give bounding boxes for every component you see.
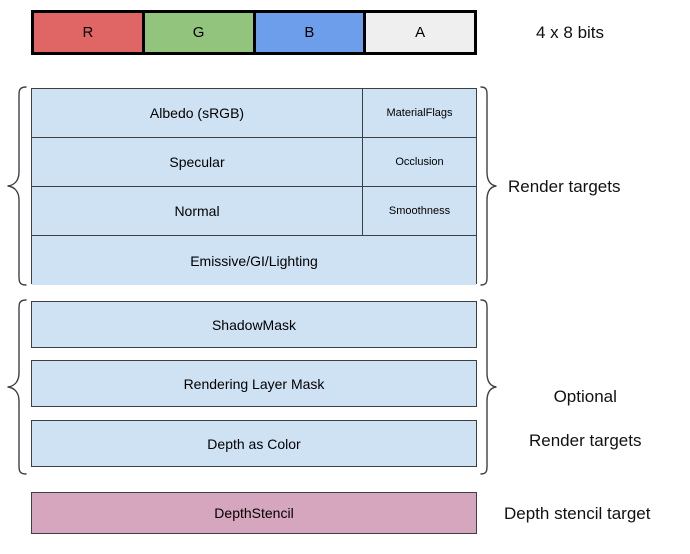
- render-target-smoothness: Smoothness: [363, 187, 476, 235]
- optional-caption-line-2: Render targets: [529, 431, 642, 450]
- depth-stencil-box: DepthStencil: [31, 492, 477, 534]
- depth-stencil-caption: Depth stencil target: [504, 504, 651, 523]
- optional-caption-line-1: Optional: [553, 387, 617, 406]
- left-brace-optional-targets: [7, 299, 27, 475]
- optional-target-shadowmask: ShadowMask: [31, 301, 477, 348]
- render-target-emissive: Emissive/GI/Lighting: [32, 236, 476, 285]
- render-targets-table: Albedo (sRGB) MaterialFlags Specular Occ…: [31, 88, 477, 285]
- channel-cell-r: R: [34, 13, 145, 52]
- optional-target-rendering-layer-mask: Rendering Layer Mask: [31, 360, 477, 407]
- table-row: Specular Occlusion: [32, 138, 476, 187]
- channel-cell-g: G: [144, 13, 256, 52]
- right-brace-render-targets: [480, 86, 497, 286]
- render-target-specular: Specular: [32, 138, 363, 186]
- render-target-occlusion: Occlusion: [363, 138, 476, 186]
- render-target-materialflags: MaterialFlags: [363, 89, 476, 137]
- channel-cell-b: B: [255, 13, 367, 52]
- render-target-normal: Normal: [32, 187, 363, 235]
- channel-strip: R G B A: [31, 10, 477, 55]
- channel-cell-a: A: [366, 13, 474, 52]
- table-row: Emissive/GI/Lighting: [32, 236, 476, 285]
- render-targets-caption: Render targets: [508, 177, 621, 196]
- right-brace-optional-targets: [480, 299, 497, 475]
- channel-strip-caption: 4 x 8 bits: [536, 23, 605, 42]
- left-brace-render-targets: [7, 86, 27, 286]
- table-row: Normal Smoothness: [32, 187, 476, 236]
- optional-target-depth-as-color: Depth as Color: [31, 420, 477, 467]
- render-target-albedo: Albedo (sRGB): [32, 89, 363, 137]
- optional-render-targets-caption: Optional Render targets: [529, 364, 641, 474]
- table-row: Albedo (sRGB) MaterialFlags: [32, 89, 476, 138]
